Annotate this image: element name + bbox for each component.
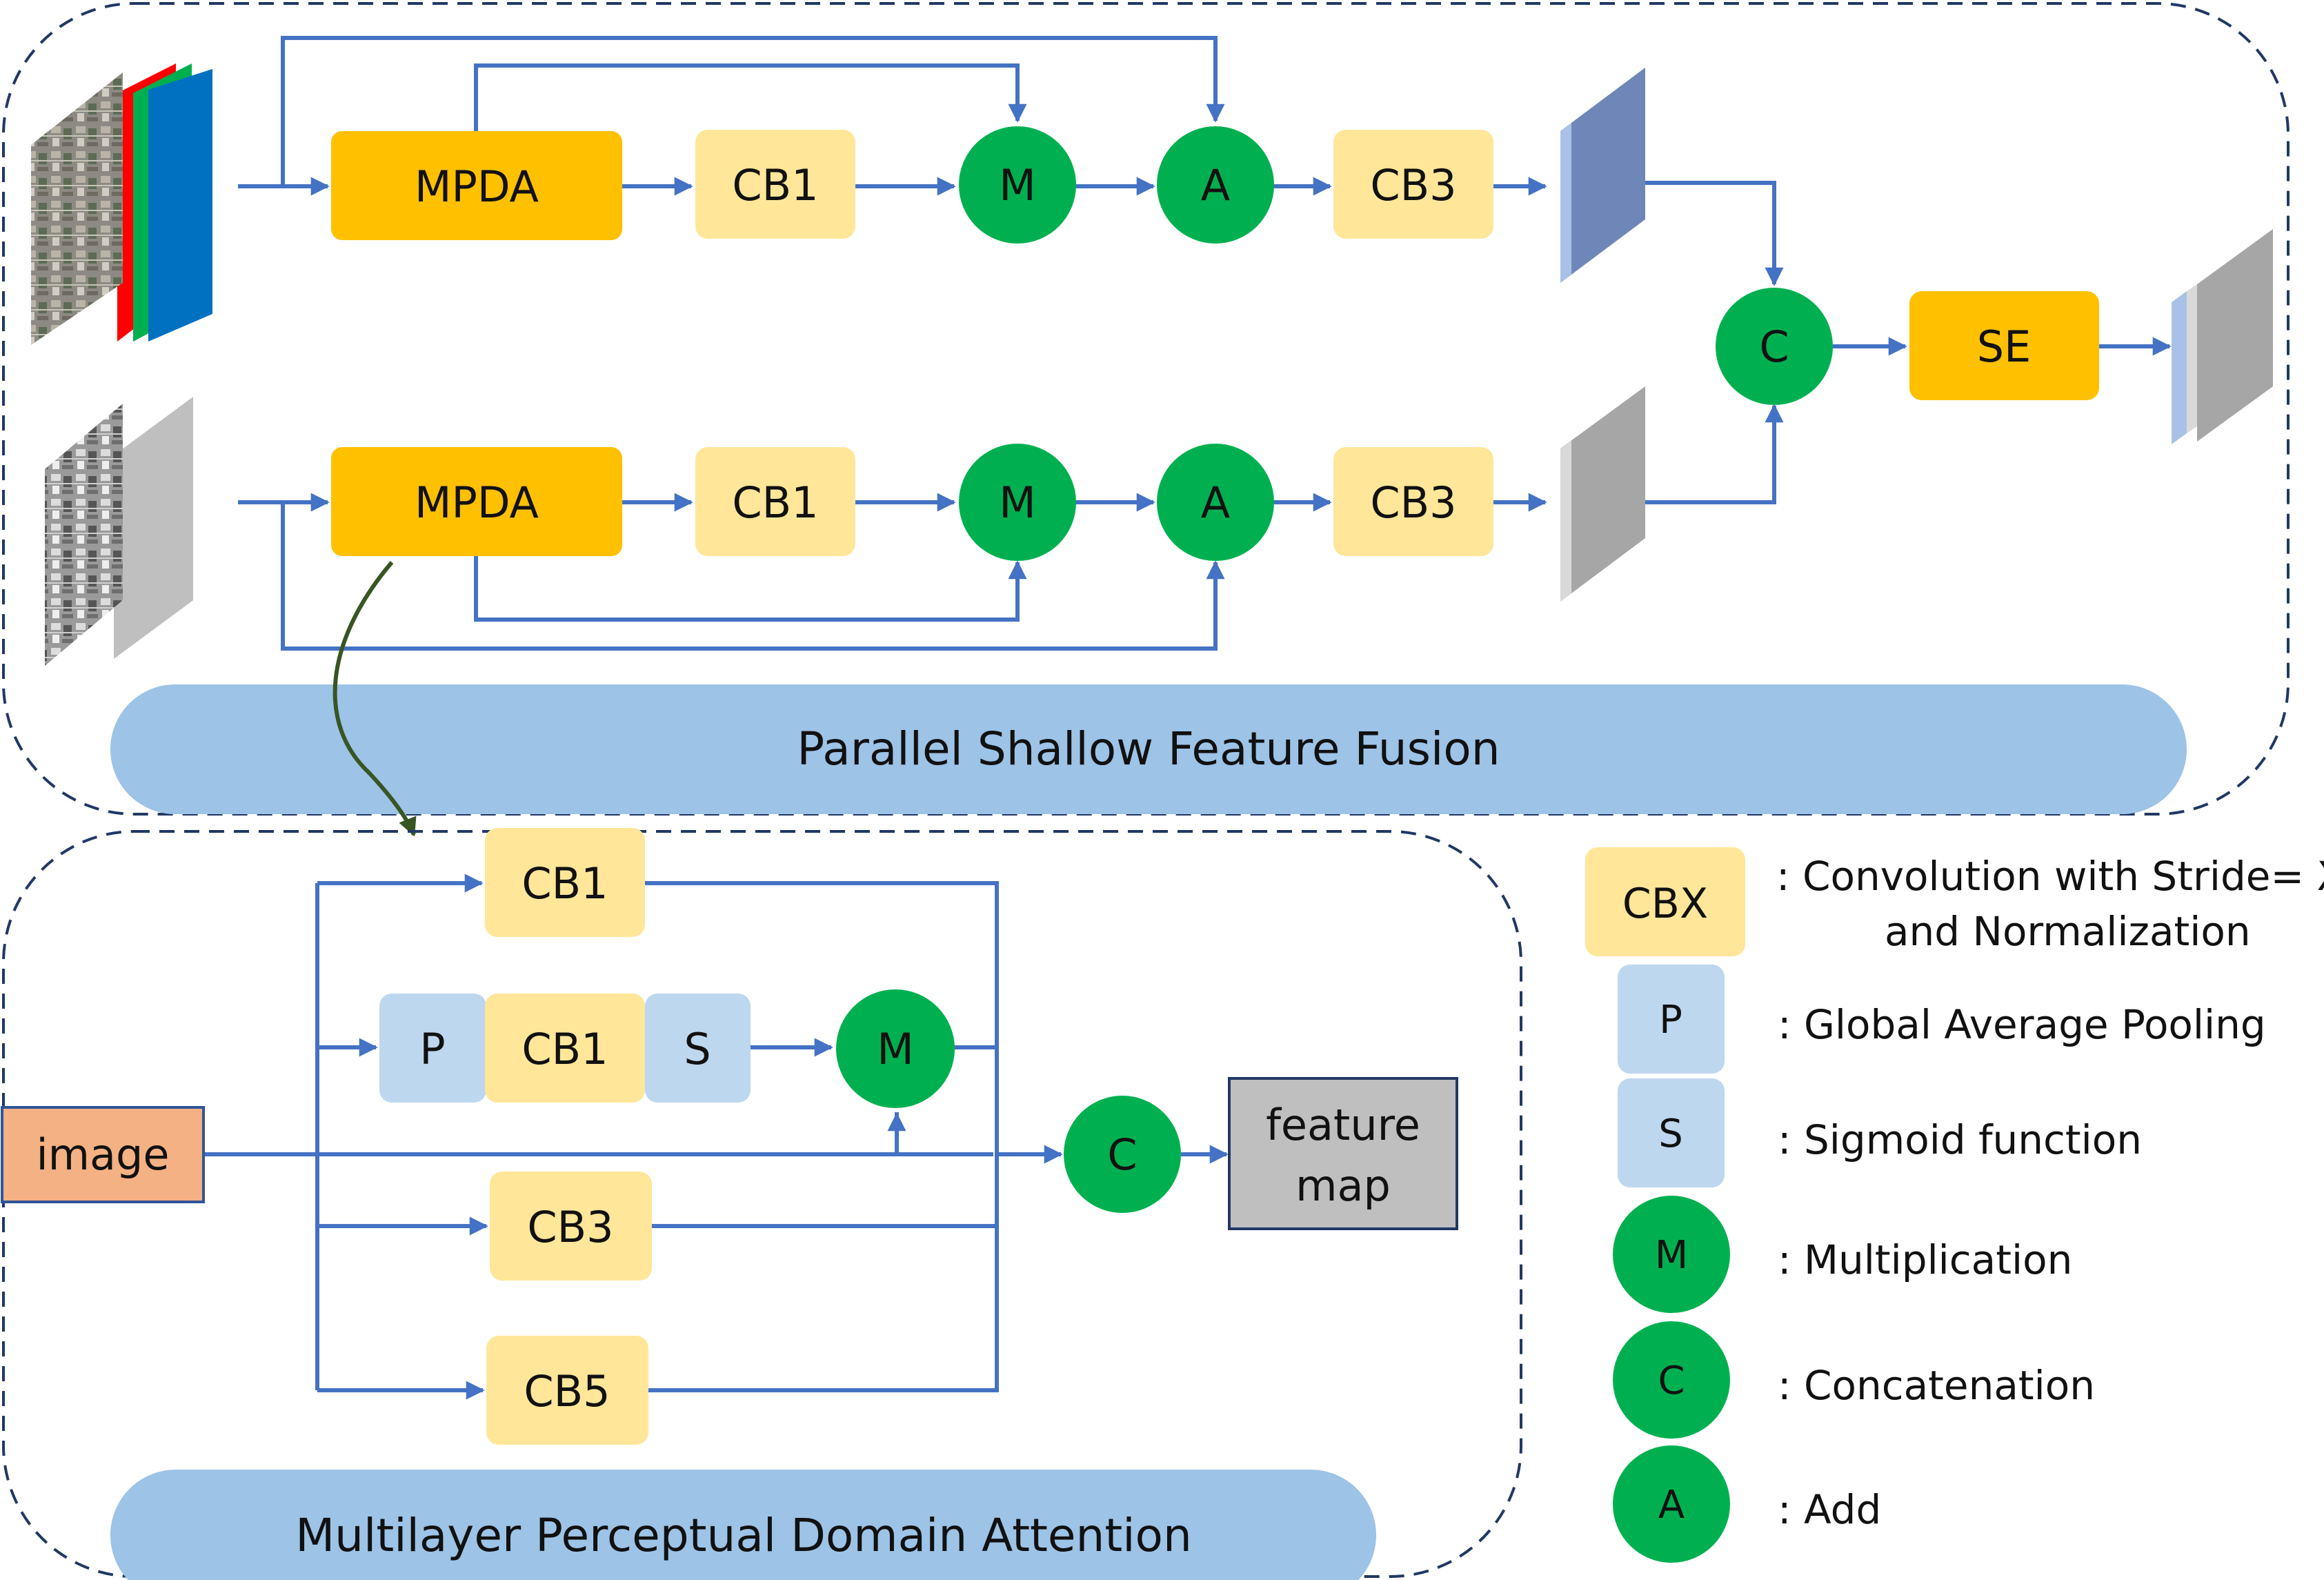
legend-text-cbx-line2: and Normalization bbox=[1885, 908, 2251, 955]
legend-item-c: C : Concatenation bbox=[1613, 1321, 2095, 1439]
bottom-concat-label: C bbox=[1107, 1129, 1137, 1180]
legend-symbol-m: M bbox=[1655, 1233, 1688, 1278]
legend-item-a: A : Add bbox=[1613, 1445, 1881, 1563]
bottom-cb3-node: CB3 bbox=[490, 1172, 652, 1281]
rgb-add-node: A bbox=[1157, 126, 1274, 244]
bottom-banner-label: Multilayer Perceptual Domain Attention bbox=[295, 1509, 1192, 1562]
legend-symbol-c: C bbox=[1658, 1359, 1685, 1403]
se-label: SE bbox=[1977, 322, 2032, 372]
feature-map-node: feature map bbox=[1228, 1077, 1458, 1230]
feature-map-label-line2: map bbox=[1295, 1161, 1391, 1211]
legend-text-c: : Concatenation bbox=[1778, 1362, 2095, 1409]
rgb-mpda-label: MPDA bbox=[415, 161, 539, 212]
bottom-cb1-mid-label: CB1 bbox=[522, 1024, 608, 1074]
se-node: SE bbox=[1909, 291, 2099, 400]
gray-multiply-label: M bbox=[999, 477, 1036, 528]
legend-text-cbx-line1: : Convolution with Stride= X bbox=[1776, 853, 2324, 900]
image-node: image bbox=[1, 1106, 205, 1203]
rgb-output-feature bbox=[1560, 68, 1645, 283]
feature-map-label-line1: feature bbox=[1266, 1100, 1420, 1150]
rgb-cb1-node: CB1 bbox=[695, 130, 855, 239]
legend-item-cbx: CBX : Convolution with Stride= X and Nor… bbox=[1585, 847, 2324, 956]
gray-output-feature bbox=[1560, 386, 1645, 602]
grayscale-input-image bbox=[45, 397, 193, 666]
mpda-detail-connector bbox=[332, 561, 417, 837]
bottom-concat-node: C bbox=[1064, 1096, 1181, 1213]
legend-symbol-s: S bbox=[1658, 1112, 1683, 1156]
sigmoid-node: S bbox=[645, 994, 751, 1103]
gray-add-label: A bbox=[1201, 477, 1230, 528]
bottom-cb5-label: CB5 bbox=[524, 1366, 610, 1416]
rgb-cb3-node: CB3 bbox=[1333, 130, 1493, 239]
gray-cb3-label: CB3 bbox=[1370, 477, 1456, 528]
concat-node: C bbox=[1716, 288, 1833, 405]
gray-mpda-node: MPDA bbox=[331, 447, 622, 556]
bottom-cb1-mid-node: CB1 bbox=[485, 994, 645, 1103]
legend-symbol-p: P bbox=[1659, 998, 1682, 1043]
bottom-connectors bbox=[203, 873, 1229, 1400]
bottom-cb5-node: CB5 bbox=[486, 1336, 648, 1445]
rgb-add-label: A bbox=[1201, 160, 1230, 210]
gray-cb1-label: CB1 bbox=[732, 477, 818, 528]
sigmoid-label: S bbox=[684, 1024, 711, 1074]
image-label: image bbox=[36, 1129, 169, 1180]
pooling-label: P bbox=[419, 1024, 445, 1074]
fused-output-feature bbox=[2172, 229, 2273, 444]
legend-text-m: : Multiplication bbox=[1778, 1236, 2072, 1283]
legend-text-a: : Add bbox=[1778, 1486, 1881, 1533]
rgb-multiply-label: M bbox=[999, 160, 1036, 210]
top-banner-label: Parallel Shallow Feature Fusion bbox=[797, 722, 1500, 776]
multilayer-perceptual-domain-attention-banner: Multilayer Perceptual Domain Attention bbox=[110, 1470, 1376, 1580]
legend: CBX : Convolution with Stride= X and Nor… bbox=[1585, 847, 2324, 1563]
bottom-section-frame bbox=[2, 830, 1522, 1578]
rgb-cb1-label: CB1 bbox=[732, 160, 818, 210]
concat-label: C bbox=[1759, 322, 1789, 372]
rgb-mpda-node: MPDA bbox=[331, 131, 622, 240]
gray-cb3-node: CB3 bbox=[1333, 447, 1493, 556]
gray-add-node: A bbox=[1157, 444, 1274, 561]
gray-cb1-node: CB1 bbox=[695, 447, 855, 556]
bottom-multiply-label: M bbox=[877, 1024, 914, 1074]
gray-mpda-label: MPDA bbox=[415, 477, 539, 528]
rgb-input-image bbox=[31, 63, 212, 345]
legend-item-m: M : Multiplication bbox=[1613, 1196, 2072, 1313]
legend-symbol-a: A bbox=[1658, 1483, 1685, 1528]
rgb-cb3-label: CB3 bbox=[1370, 160, 1456, 210]
gray-row-connectors bbox=[238, 337, 2172, 651]
legend-item-s: S : Sigmoid function bbox=[1618, 1078, 2142, 1187]
legend-text-s: : Sigmoid function bbox=[1778, 1116, 2142, 1163]
legend-symbol-cbx: CBX bbox=[1622, 880, 1708, 928]
legend-text-p: : Global Average Pooling bbox=[1778, 1001, 2266, 1048]
rgb-multiply-node: M bbox=[959, 126, 1076, 244]
bottom-multiply-node: M bbox=[836, 989, 955, 1108]
bottom-cb1-top-label: CB1 bbox=[522, 858, 608, 909]
bottom-cb3-label: CB3 bbox=[527, 1202, 613, 1252]
rgb-row-connectors bbox=[238, 36, 1784, 286]
bottom-cb1-top-node: CB1 bbox=[485, 828, 645, 937]
pooling-node: P bbox=[379, 994, 486, 1103]
legend-item-p: P : Global Average Pooling bbox=[1618, 965, 2266, 1074]
gray-multiply-node: M bbox=[959, 444, 1076, 561]
parallel-shallow-feature-fusion-banner: Parallel Shallow Feature Fusion bbox=[110, 684, 2187, 814]
